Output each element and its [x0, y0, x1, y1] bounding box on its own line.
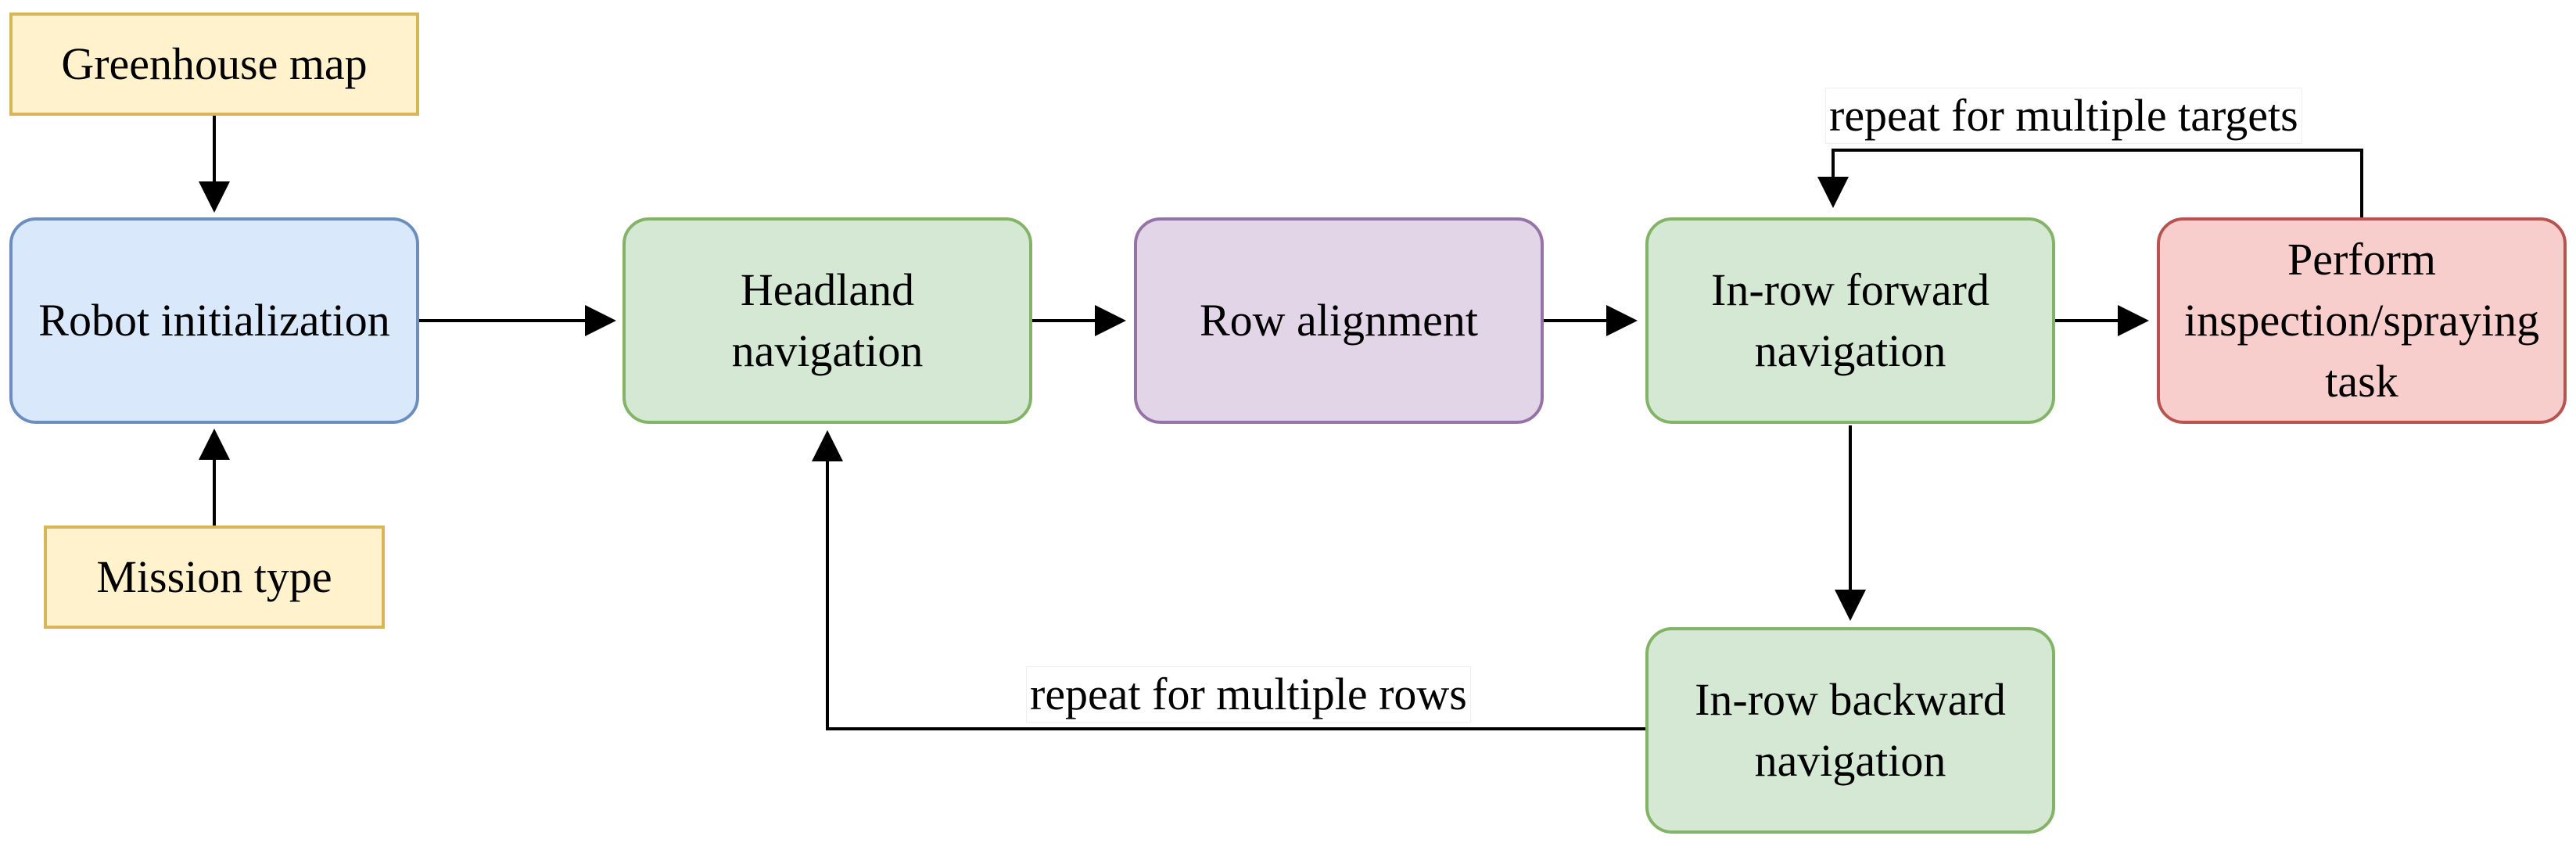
repeat-targets-label: repeat for multiple targets	[1825, 88, 2302, 144]
headland-navigation-line2: navigation	[731, 325, 924, 376]
inrow-forward-line1: In-row forward	[1711, 264, 1989, 315]
inrow-backward-node: In-row backward navigation	[1645, 627, 2055, 834]
greenhouse-map-label: Greenhouse map	[61, 38, 368, 89]
repeat-rows-label: repeat for multiple rows	[1026, 666, 1471, 723]
mission-type-label: Mission type	[96, 551, 332, 602]
inrow-backward-line1: In-row backward	[1695, 673, 2006, 725]
perform-task-line2: inspection/spraying	[2183, 294, 2540, 346]
edge-task-loop-to-forward	[1817, 149, 2363, 217]
row-alignment-label: Row alignment	[1199, 294, 1478, 346]
inrow-forward-node: In-row forward navigation	[1645, 217, 2055, 424]
headland-navigation-line1: Headland	[740, 264, 915, 315]
inrow-backward-line2: navigation	[1754, 735, 1946, 786]
perform-task-line1: Perform	[2287, 233, 2437, 285]
headland-navigation-node: Headland navigation	[622, 217, 1032, 424]
edge-backward-loop-to-headland	[812, 430, 1645, 730]
mission-type-node: Mission type	[44, 526, 385, 629]
robot-initialization-label: Robot initialization	[38, 294, 390, 346]
perform-task-node: Perform inspection/spraying task	[2157, 217, 2567, 424]
robot-initialization-node: Robot initialization	[9, 217, 419, 424]
greenhouse-map-node: Greenhouse map	[9, 13, 419, 116]
inrow-forward-line2: navigation	[1754, 325, 1946, 376]
perform-task-line3: task	[2325, 356, 2398, 407]
row-alignment-node: Row alignment	[1134, 217, 1544, 424]
